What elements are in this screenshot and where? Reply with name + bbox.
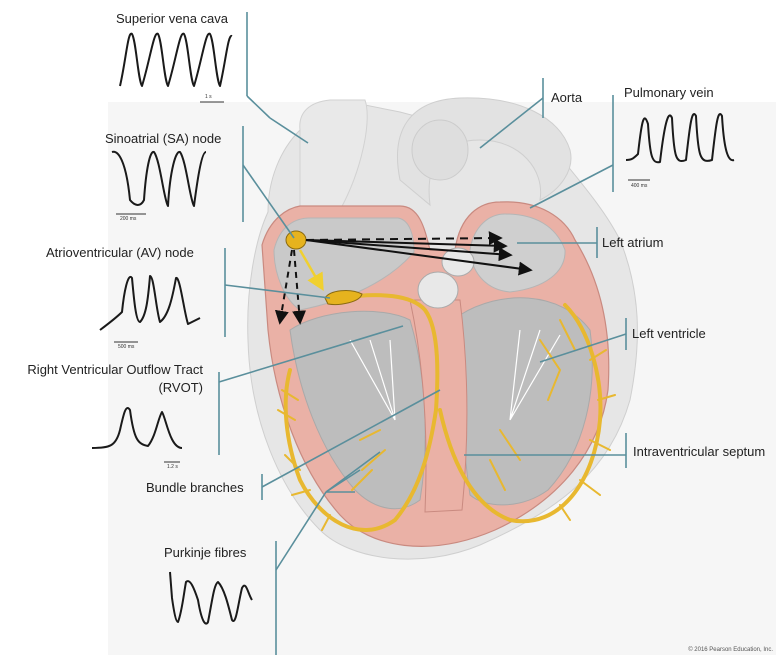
valve-1: [418, 272, 458, 308]
label-left-ventricle: Left ventricle: [632, 326, 706, 341]
scale-rvot: 1.2 s: [167, 464, 178, 470]
sa-node: [286, 231, 306, 249]
scale-svc: 1 s: [205, 94, 212, 100]
scale-pv: 400 ms: [631, 183, 648, 189]
label-pulmonary-vein: Pulmonary vein: [624, 85, 714, 100]
trace-superior-vena-cava: [120, 34, 232, 86]
pulmonary-trunk: [412, 120, 468, 180]
label-superior-vena-cava: Superior vena cava: [116, 11, 228, 26]
label-purkinje-fibres: Purkinje fibres: [164, 545, 246, 560]
label-aorta: Aorta: [551, 90, 582, 105]
label-bundle-branches: Bundle branches: [146, 480, 244, 495]
scale-av: 500 ms: [118, 344, 135, 350]
label-sa-node: Sinoatrial (SA) node: [105, 131, 221, 146]
copyright-credit: © 2016 Pearson Education, Inc.: [688, 647, 773, 653]
label-rvot-line2: (RVOT): [11, 380, 203, 395]
label-av-node: Atrioventricular (AV) node: [46, 245, 194, 260]
scale-sa: 200 ms: [120, 216, 137, 222]
label-rvot-line1: Right Ventricular Outflow Tract: [11, 362, 203, 377]
label-intraventricular-septum: Intraventricular septum: [633, 444, 765, 459]
label-left-atrium: Left atrium: [602, 235, 663, 250]
